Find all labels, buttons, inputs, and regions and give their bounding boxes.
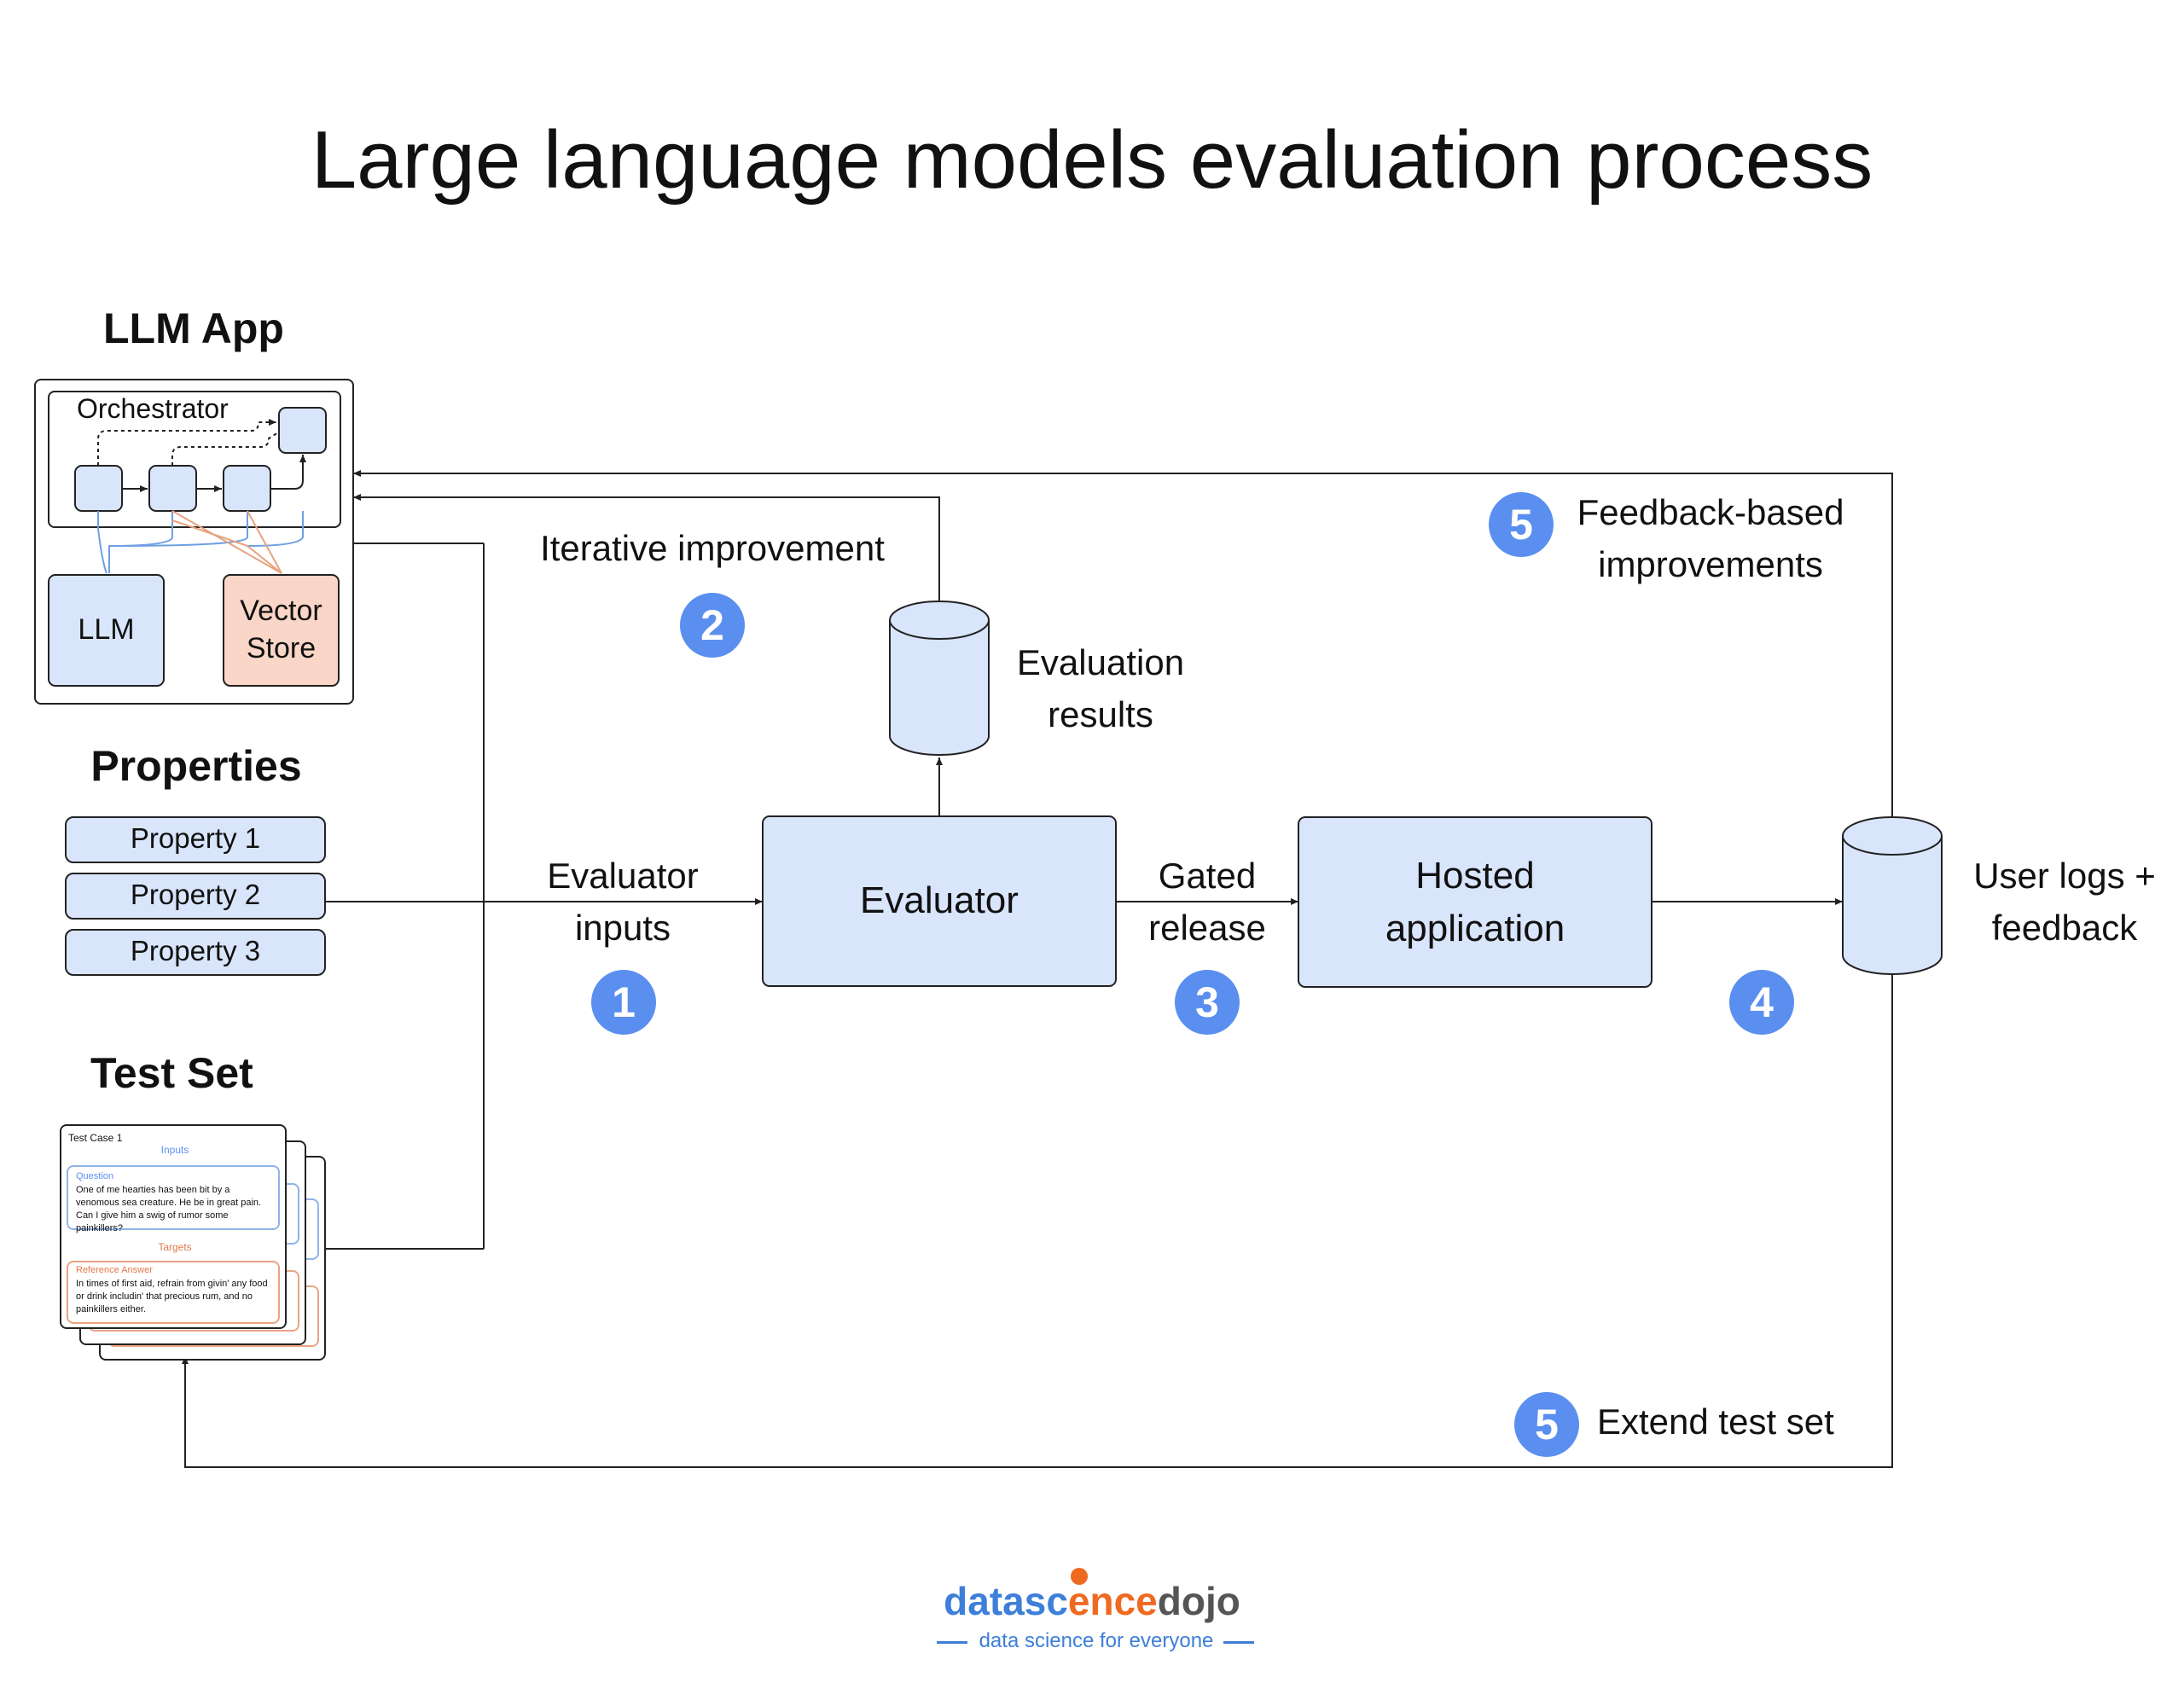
reference-label: Reference Answer xyxy=(76,1265,153,1275)
logo-person-icon xyxy=(1071,1568,1088,1585)
vector-store-box xyxy=(223,574,340,687)
logo-part-2: ence xyxy=(1067,1579,1158,1623)
orchestrator-node-4 xyxy=(278,407,327,454)
property-2-box xyxy=(65,873,326,920)
step-4-badge: 4 xyxy=(1729,970,1794,1035)
gated-release-line2: release xyxy=(1148,908,1266,949)
orchestrator-node-2 xyxy=(148,465,197,512)
property-2: Property 2 xyxy=(130,879,261,910)
step-5-feedback-badge: 5 xyxy=(1489,492,1554,557)
evaluation-results-label: Evaluation results xyxy=(990,636,1211,741)
question-label: Question xyxy=(76,1171,114,1181)
vector-store-line2: Store xyxy=(246,632,317,665)
evaluator-inputs-label: Evaluator inputs xyxy=(512,850,734,955)
step-1-badge: 1 xyxy=(591,970,656,1035)
property-3-box xyxy=(65,929,326,976)
hosted-line1: Hosted xyxy=(1415,855,1535,897)
step-2-badge: 2 xyxy=(680,593,745,658)
test-case-title: Test Case 1 xyxy=(68,1132,123,1144)
logo-part-1: datasc xyxy=(944,1579,1068,1623)
iterative-improvement-label: Iterative improvement xyxy=(540,528,885,568)
extend-test-set-label: Extend test set xyxy=(1597,1401,1834,1442)
orchestrator-node-1 xyxy=(74,465,123,512)
user-logs-label: User logs + feedback xyxy=(1954,850,2175,955)
evaluation-results-line2: results xyxy=(1048,694,1153,735)
logo-right-dash xyxy=(1223,1641,1254,1644)
gated-release-line1: Gated xyxy=(1158,856,1257,896)
property-1: Property 1 xyxy=(130,822,261,854)
step-3-badge: 3 xyxy=(1175,970,1240,1035)
evaluator-inputs-line1: Evaluator xyxy=(547,856,699,896)
feedback-line2: improvements xyxy=(1598,544,1823,585)
hosted-line2: application xyxy=(1385,908,1565,950)
evaluator-label: Evaluator xyxy=(860,879,1019,921)
vector-store-line1: Vector xyxy=(240,595,322,627)
property-1-box xyxy=(65,816,326,863)
hosted-application-label: Hosted application xyxy=(1298,850,1652,956)
llm-app-heading: LLM App xyxy=(103,305,284,352)
evaluation-results-line1: Evaluation xyxy=(1016,642,1185,682)
step-5-extend-badge: 5 xyxy=(1514,1392,1579,1457)
gated-release-label: Gated release xyxy=(1118,850,1297,955)
test-case-targets-label: Targets xyxy=(158,1241,192,1253)
user-logs-line1: User logs + xyxy=(1973,856,2156,896)
logo-left-dash xyxy=(937,1641,967,1644)
evaluator-inputs-line2: inputs xyxy=(574,908,671,949)
llm-box xyxy=(48,574,165,687)
reference-text: In times of first aid, refrain from givi… xyxy=(76,1279,268,1314)
properties-heading: Properties xyxy=(90,742,302,790)
test-case-card: Test Case 1 Inputs Question One of me he… xyxy=(60,1124,287,1329)
test-set-heading: Test Set xyxy=(90,1049,253,1097)
user-logs-cylinder xyxy=(1842,816,1943,975)
page-title: Large language models evaluation process xyxy=(311,114,1873,206)
vector-store-label: Vector Store xyxy=(224,592,339,667)
logo-tagline: data science for everyone xyxy=(979,1629,1214,1652)
llm-label: LLM xyxy=(78,613,135,646)
feedback-improvements-label: Feedback-based improvements xyxy=(1565,486,1856,591)
property-3: Property 3 xyxy=(130,935,261,966)
question-text: One of me hearties has been bit by a ven… xyxy=(76,1185,262,1233)
user-logs-line2: feedback xyxy=(1991,908,2138,949)
evaluation-results-cylinder xyxy=(889,601,990,756)
logo-part-3: dojo xyxy=(1157,1579,1240,1623)
question-panel: Question One of me hearties has been bit… xyxy=(67,1165,280,1233)
test-case-inputs-label: Inputs xyxy=(160,1144,189,1156)
brand-logo: datascencedojo xyxy=(853,1578,1331,1625)
orchestrator-node-3 xyxy=(223,465,271,512)
orchestrator-label: Orchestrator xyxy=(77,393,229,424)
feedback-line1: Feedback-based xyxy=(1577,492,1844,532)
reference-panel: Reference Answer In times of first aid, … xyxy=(67,1261,280,1324)
